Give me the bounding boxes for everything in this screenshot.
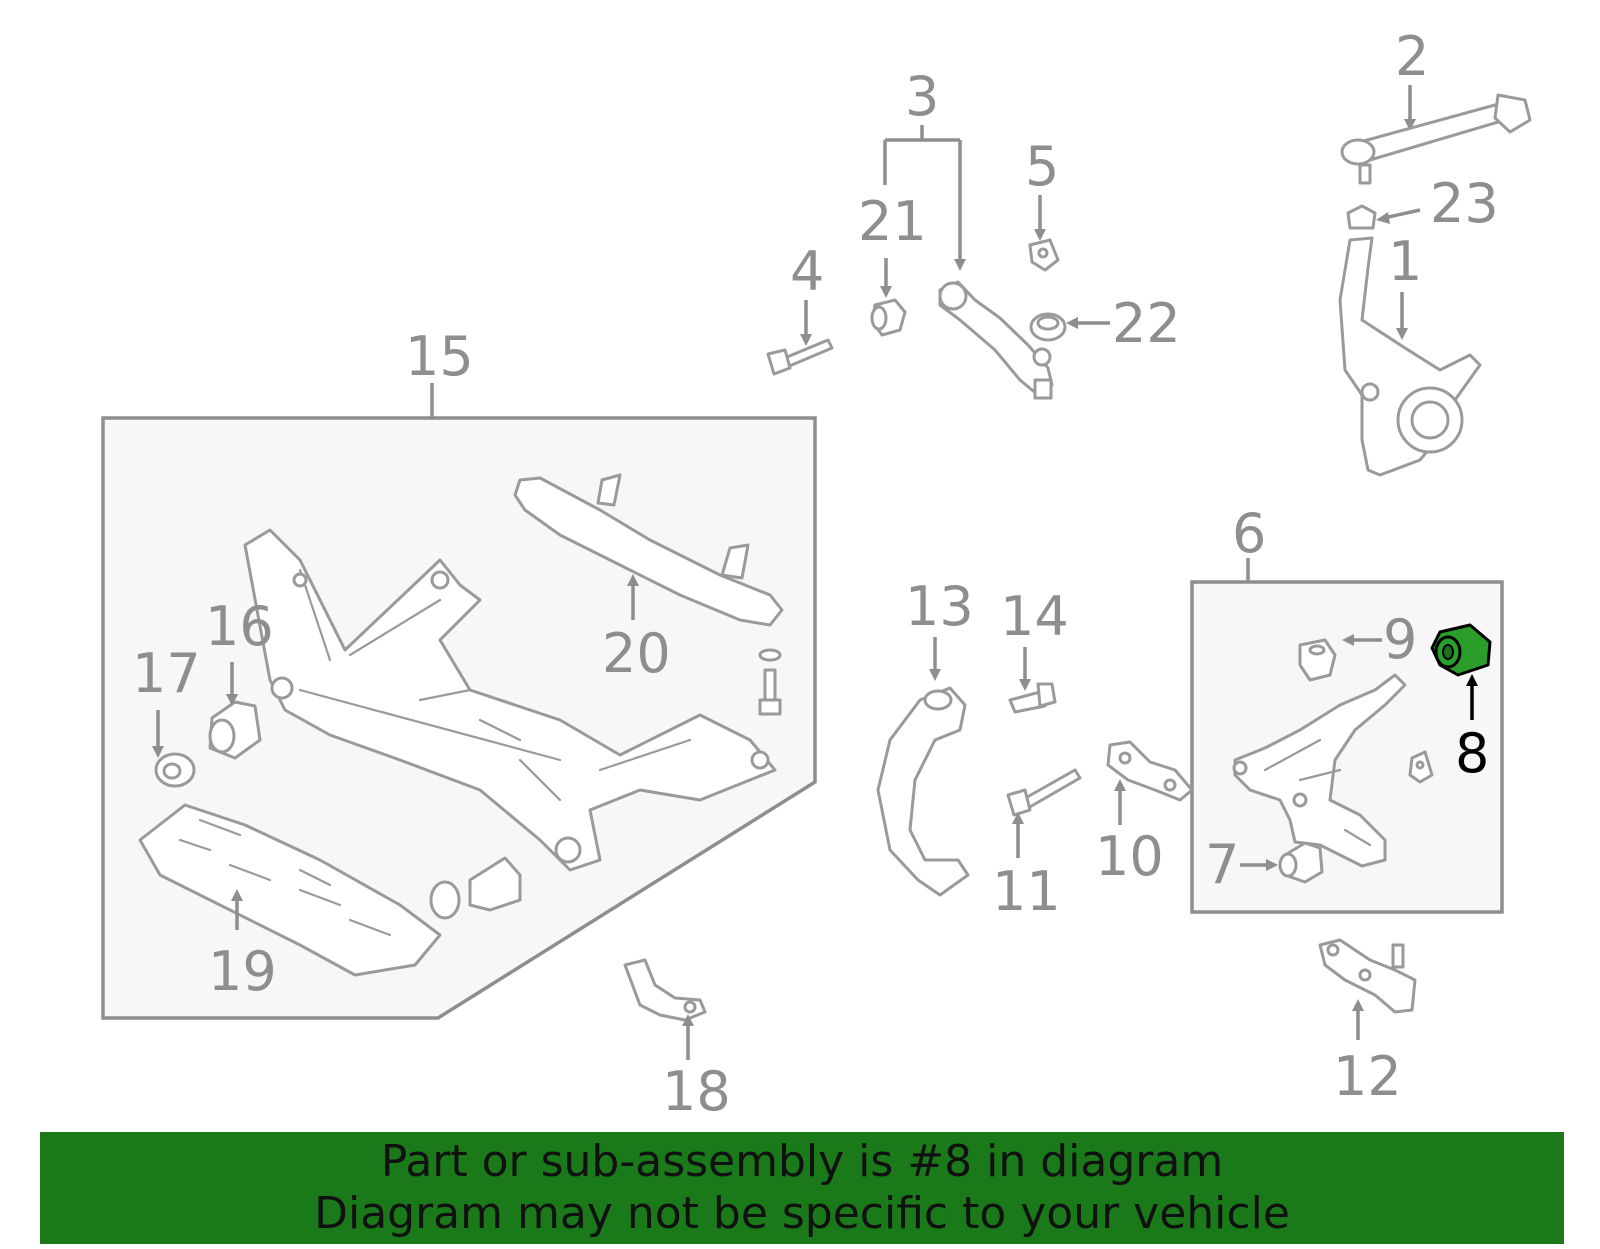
banner-line-2: Diagram may not be specific to your vehi… [314, 1188, 1290, 1239]
callout-19[interactable]: 19 [208, 940, 277, 1003]
callout-3[interactable]: 3 [905, 65, 939, 128]
callout-22[interactable]: 22 [1112, 292, 1181, 355]
bracket-small[interactable] [1408, 750, 1434, 784]
nut-9[interactable] [1298, 638, 1337, 682]
bushing-21[interactable] [870, 298, 907, 337]
bolt-with-washer[interactable] [758, 648, 782, 716]
bolt-14[interactable] [1008, 682, 1057, 714]
lower-control-arm[interactable] [1232, 673, 1407, 868]
bolt-11[interactable] [1006, 768, 1082, 817]
callout-4[interactable]: 4 [790, 240, 824, 303]
callout-21[interactable]: 21 [858, 190, 927, 253]
bushing-8-highlighted[interactable] [1430, 623, 1492, 677]
callout-5[interactable]: 5 [1025, 135, 1059, 198]
callout-7[interactable]: 7 [1205, 833, 1239, 896]
parts-diagram: 15 6 20 16 17 19 [101, 25, 1532, 1123]
callout-16[interactable]: 16 [205, 595, 274, 658]
callout-20[interactable]: 20 [602, 622, 671, 685]
nut-23[interactable] [1346, 204, 1377, 230]
rear-bushing-boot[interactable] [429, 856, 522, 920]
bracket-18[interactable] [623, 958, 707, 1022]
callout-10[interactable]: 10 [1095, 825, 1164, 888]
banner-line-1: Part or sub-assembly is #8 in diagram [380, 1136, 1224, 1187]
callout-6[interactable]: 6 [1232, 502, 1266, 565]
callout-14[interactable]: 14 [1000, 585, 1069, 648]
upper-link-2[interactable] [1340, 93, 1532, 185]
callout-9[interactable]: 9 [1383, 608, 1417, 671]
nut-5[interactable] [1028, 238, 1060, 272]
knuckle-1[interactable] [1338, 236, 1482, 477]
lower-link-13[interactable] [876, 686, 970, 897]
callout-8[interactable]: 8 [1455, 722, 1489, 785]
callout-2[interactable]: 2 [1395, 25, 1429, 88]
bushing-16[interactable] [208, 700, 262, 760]
bracket-10[interactable] [1106, 740, 1194, 802]
upper-arm-3[interactable] [938, 280, 1054, 400]
crossmember-bar-20[interactable] [513, 473, 784, 627]
callout-23[interactable]: 23 [1430, 172, 1499, 235]
callout-11[interactable]: 11 [992, 860, 1061, 923]
callout-18[interactable]: 18 [662, 1060, 731, 1123]
bushing-7[interactable] [1278, 841, 1324, 884]
callout-1[interactable]: 1 [1388, 230, 1422, 293]
callout-12[interactable]: 12 [1333, 1045, 1402, 1108]
bolt-4[interactable] [766, 338, 834, 376]
callout-17[interactable]: 17 [132, 642, 201, 705]
subframe-crossmember[interactable] [243, 528, 777, 872]
callout-15[interactable]: 15 [405, 325, 474, 388]
washer-22[interactable] [1029, 312, 1067, 342]
washer-17[interactable] [154, 752, 196, 788]
info-banner: Part or sub-assembly is #8 in diagram Di… [40, 1132, 1564, 1244]
ball-joint-12[interactable] [1318, 938, 1417, 1014]
skid-plate-19[interactable] [138, 803, 442, 977]
callout-13[interactable]: 13 [905, 575, 974, 638]
